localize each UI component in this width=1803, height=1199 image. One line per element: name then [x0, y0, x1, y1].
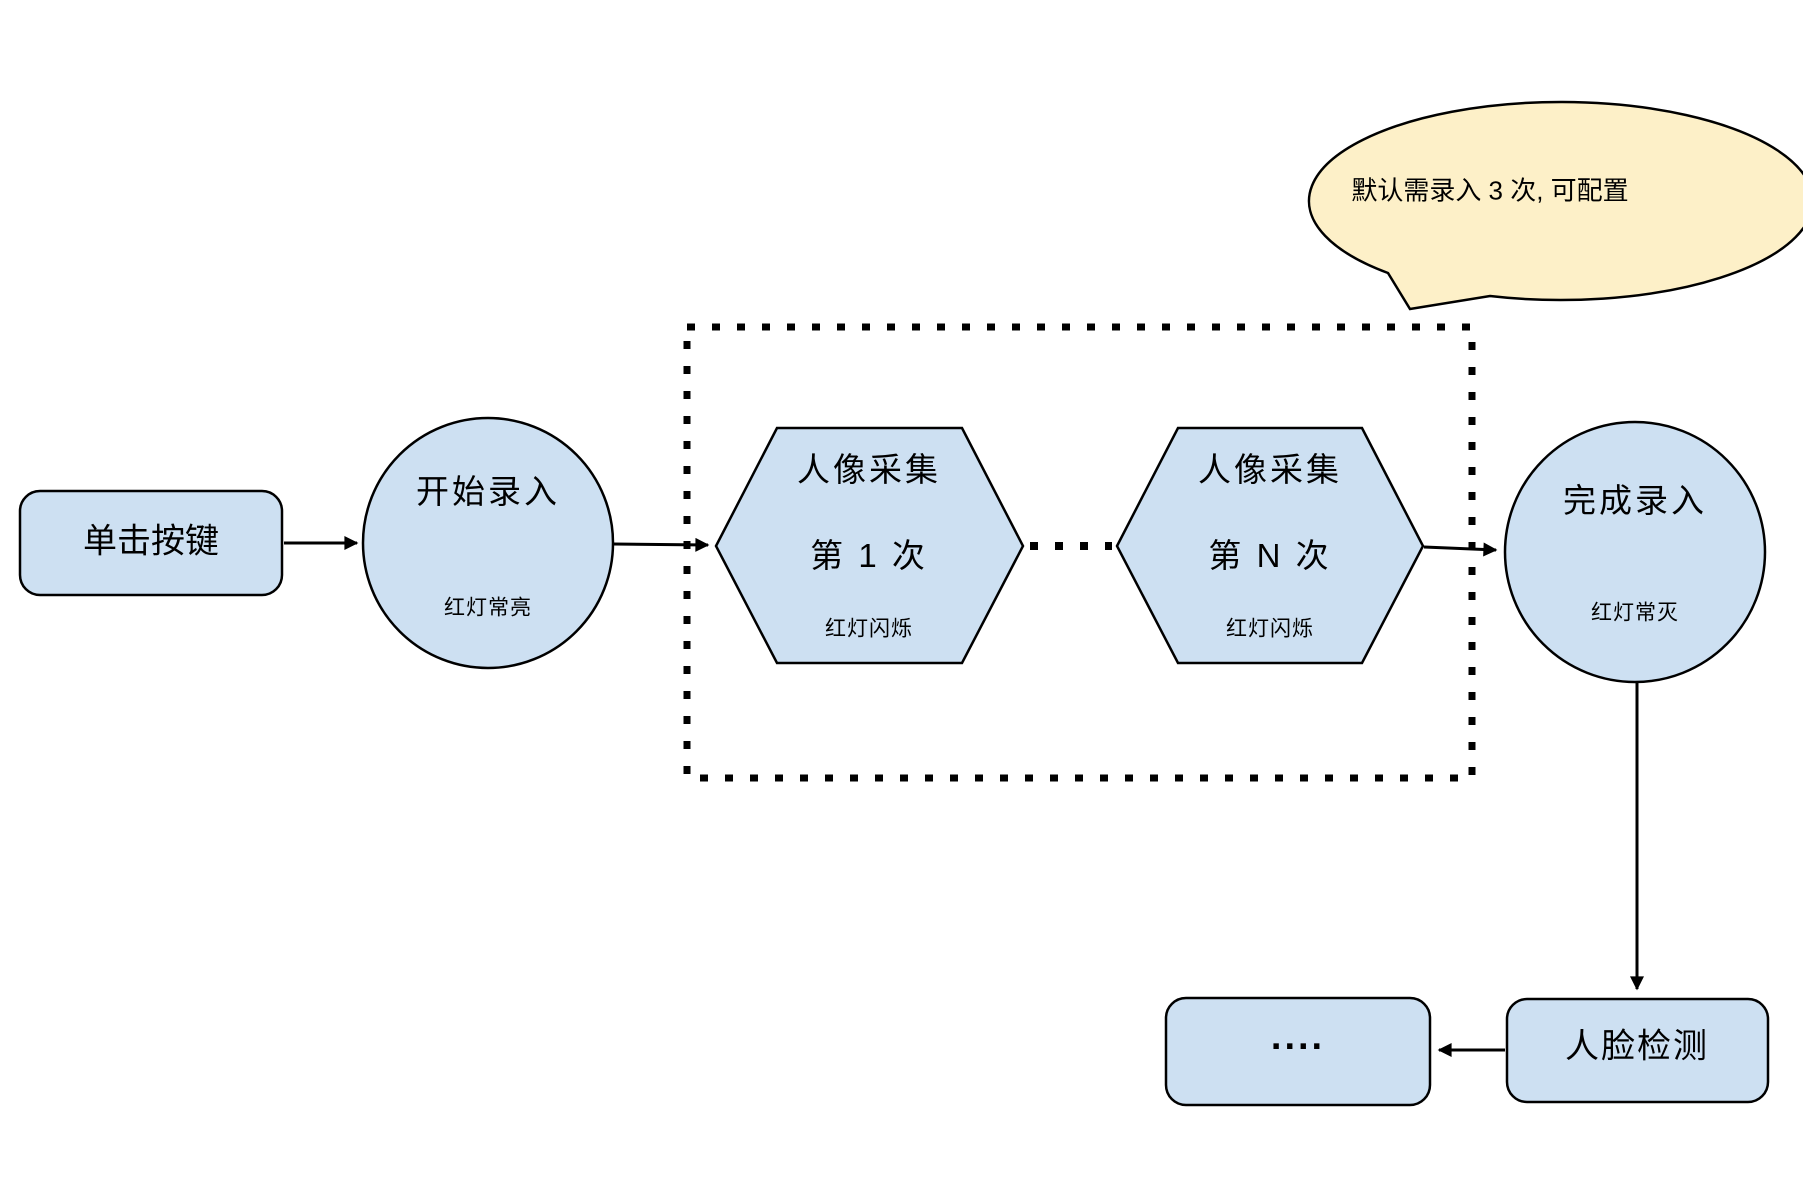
finish-entry-circle — [1503, 420, 1767, 684]
ellipsis-node — [1164, 996, 1432, 1107]
capture-nth-note: 红灯闪烁 — [1226, 617, 1314, 641]
start-entry-circle — [361, 416, 615, 670]
ellipsis-label: .... — [1270, 1016, 1326, 1059]
click-button-label: 单击按键 — [83, 522, 219, 561]
capture-first-title: 人像采集 — [797, 450, 941, 488]
finish-entry-subtitle: 红灯常灭 — [1591, 601, 1679, 625]
capture-nth-hexagon — [1115, 426, 1425, 665]
arrow-captureN-to-finish — [1423, 542, 1498, 557]
callout-text: 默认需录入 3 次, 可配置 — [1351, 175, 1629, 206]
face-detection-label: 人脸检测 — [1565, 1027, 1709, 1066]
start-entry-subtitle: 红灯常亮 — [444, 596, 532, 620]
repeat-group-dotted-border — [683, 323, 1476, 782]
callout-speech-bubble — [1307, 100, 1803, 311]
capture-nth-title: 人像采集 — [1198, 450, 1342, 488]
click-button-node — [18, 489, 284, 597]
capture-first-hexagon — [714, 426, 1025, 665]
finish-entry-title: 完成录入 — [1563, 481, 1707, 519]
capture-nth-subtitle: 第 N 次 — [1208, 536, 1332, 574]
face-detection-node — [1505, 997, 1770, 1104]
start-entry-title: 开始录入 — [416, 472, 560, 510]
capture-first-note: 红灯闪烁 — [825, 617, 913, 641]
arrow-start-to-capture1 — [612, 537, 710, 552]
capture-first-subtitle: 第 1 次 — [810, 536, 928, 574]
